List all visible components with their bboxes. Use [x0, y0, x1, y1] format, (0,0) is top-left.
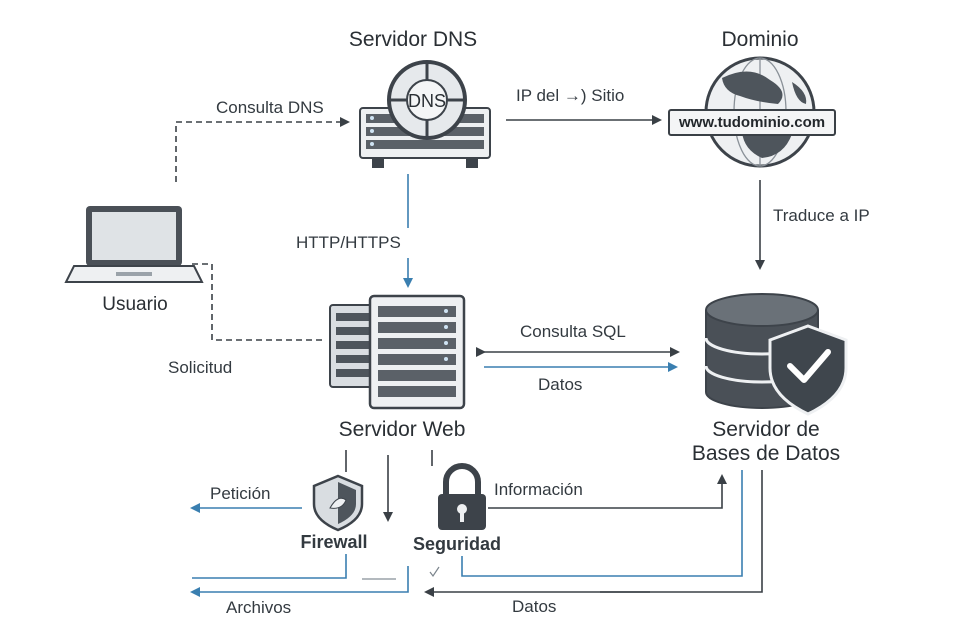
- edge-consulta-dns: [175, 117, 350, 182]
- web-server-icon: [329, 294, 466, 410]
- edge-label-consulta-dns: Consulta DNS: [216, 98, 324, 117]
- edge-label-peticion: Petición: [210, 484, 271, 503]
- edge-seguridad-db: [461, 470, 743, 577]
- web-server-title: Servidor Web: [338, 418, 466, 441]
- edge-informacion: [488, 474, 727, 509]
- edge-datos-2: [424, 470, 763, 597]
- edge-label-archivos: Archivos: [226, 598, 292, 617]
- edge-label-datos-1: Datos: [538, 375, 583, 394]
- edge-label-informacion: Información: [494, 480, 583, 499]
- user-title: Usuario: [102, 294, 168, 315]
- dns-badge-text: DNS: [408, 91, 446, 111]
- dns-server-icon: DNS: [359, 60, 491, 168]
- edge-label-traduce-ip: Traduce a IP: [773, 206, 870, 225]
- check-mark-glyph: [429, 566, 440, 578]
- db-server-title-2: Bases de Datos: [691, 442, 841, 465]
- shield-check-icon: [768, 324, 848, 416]
- edge-label-http: HTTP/HTTPS: [296, 233, 401, 252]
- security-title: Seguridad: [412, 534, 502, 554]
- edge-label-ip-sitio: IP del →) Sitio: [516, 86, 625, 105]
- firewall-title: Firewall: [300, 532, 368, 552]
- edge-label-consulta-sql: Consulta SQL: [520, 322, 626, 341]
- edge-firewall-down: [192, 554, 347, 579]
- edge-solicitud: [192, 263, 326, 341]
- edge-label-datos-2: Datos: [512, 597, 557, 616]
- firewall-shield-icon: [312, 474, 364, 532]
- padlock-icon: [438, 463, 486, 530]
- domain-url-box: www.tudominio.com: [668, 109, 837, 136]
- dns-server-title: Servidor DNS: [348, 28, 478, 51]
- db-server-title-1: Servidor de: [712, 418, 820, 441]
- edge-archivos: [190, 566, 409, 597]
- edge-label-solicitud: Solicitud: [168, 358, 233, 377]
- connectors: [175, 115, 765, 597]
- laptop-icon: [64, 206, 204, 283]
- domain-title: Dominio: [721, 28, 799, 51]
